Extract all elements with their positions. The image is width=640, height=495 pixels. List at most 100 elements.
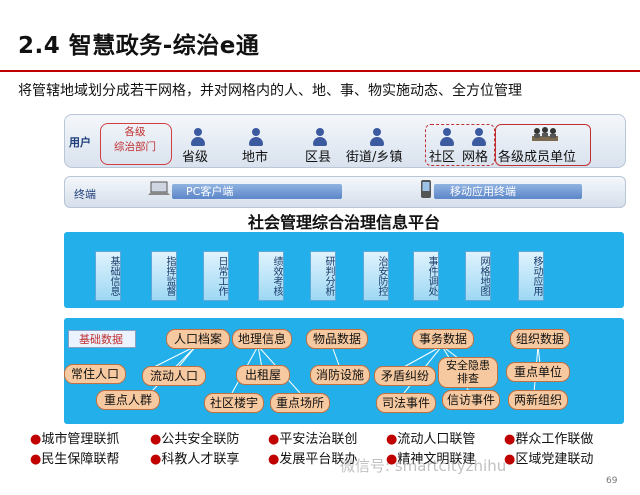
user-level-member-units: 各级成员单位 [498, 150, 577, 165]
bullet-marker: ● [150, 452, 162, 467]
community-grid-box [425, 124, 495, 166]
person-icon [191, 128, 205, 146]
hidden-danger-line2: 排查 [457, 372, 479, 385]
module-label: 基础信息 [108, 256, 119, 296]
bullet-marker: ● [386, 452, 398, 467]
data-item: 重点人群 [96, 390, 160, 410]
departments-label-line1: 各级 [124, 126, 146, 138]
module-box [203, 251, 229, 301]
module-box [151, 251, 177, 301]
page-subtitle: 将管辖地域划分成若干网格，并对网格内的人、地、事、物实施动态、全方位管理 [18, 83, 522, 99]
pc-client-label: PC客户端 [186, 185, 234, 198]
bullet-marker: ● [30, 432, 42, 447]
data-item: 司法事件 [376, 393, 436, 413]
watermark: 微信号: smartcityzhihu [340, 457, 507, 475]
bullet-text: 公共安全联防 [161, 432, 240, 447]
hidden-danger-line1: 安全隐患 [446, 359, 490, 372]
module-box [310, 251, 336, 301]
data-item: 社区楼宇 [204, 393, 264, 413]
bullet-item: ●科教人才联享 [150, 448, 239, 467]
data-category: 人口档案 [166, 329, 230, 349]
platform-title: 社会管理综合治理信息平台 [247, 213, 440, 232]
data-category: 组织数据 [510, 329, 570, 349]
data-item: 出租屋 [236, 365, 290, 385]
data-item: 常住人口 [64, 364, 126, 384]
bullet-marker: ● [268, 452, 280, 467]
module-label: 绩效考核 [271, 256, 282, 296]
module-label: 研判分析 [323, 256, 334, 296]
data-category: 物品数据 [306, 329, 368, 349]
data-item: 消防设施 [310, 365, 370, 385]
bullet-text: 城市管理联抓 [41, 432, 120, 447]
module-box [413, 251, 439, 301]
mobile-phone-icon [420, 179, 432, 199]
member-units-box [495, 124, 591, 166]
data-item: 矛盾纠纷 [374, 366, 436, 386]
module-label: 治安防控 [376, 256, 387, 296]
user-level-province: 省级 [182, 150, 209, 165]
module-box [258, 251, 284, 301]
bullet-item: ●平安法治联创 [268, 428, 357, 447]
module-label: 日常工作 [216, 256, 227, 296]
bullet-text: 平安法治联创 [279, 432, 358, 447]
bullet-text: 科教人才联享 [161, 452, 240, 467]
laptop-icon [148, 180, 170, 198]
bullet-marker: ● [150, 432, 162, 447]
bullet-item: ●精神文明联建 [386, 448, 475, 467]
bullet-marker: ● [504, 432, 516, 447]
data-item: 重点场所 [270, 393, 330, 413]
user-layer-label: 用户 [69, 136, 91, 149]
bullet-text: 民生保障联帮 [41, 452, 120, 467]
bullet-item: ●区域党建联动 [504, 448, 593, 467]
module-label: 网格地图 [478, 256, 489, 296]
bullet-marker: ● [386, 432, 398, 447]
bullet-marker: ● [30, 452, 42, 467]
user-level-community: 社区 [429, 150, 456, 165]
bullet-item: ●流动人口联管 [386, 428, 475, 447]
bullet-text: 流动人口联管 [397, 432, 476, 447]
bullet-item: ●城市管理联抓 [30, 428, 119, 447]
title-divider [0, 70, 640, 72]
bullet-item: ●发展平台联办 [268, 448, 357, 467]
bullet-marker: ● [504, 452, 516, 467]
mobile-terminal-label: 移动应用终端 [450, 185, 516, 198]
bullet-item: ●民生保障联帮 [30, 448, 119, 467]
bullet-text: 区域党建联动 [515, 452, 594, 467]
data-item-hidden-danger: 安全隐患 排查 [438, 357, 498, 388]
pc-client-bar [172, 184, 342, 199]
person-icon [440, 128, 454, 146]
bullet-text: 精神文明联建 [397, 452, 476, 467]
base-data-label: 基础数据 [79, 333, 123, 346]
data-item: 两新组织 [508, 390, 568, 410]
bullet-marker: ● [268, 432, 280, 447]
departments-label: 各级 综治部门 [100, 125, 170, 155]
user-level-city: 地市 [242, 150, 269, 165]
data-item: 重点单位 [506, 362, 570, 382]
terminal-layer-label: 终端 [74, 188, 96, 201]
user-level-street: 街道/乡镇 [346, 150, 403, 165]
person-icon [249, 128, 263, 146]
departments-label-line2: 综治部门 [114, 141, 156, 153]
module-box [95, 251, 121, 301]
person-icon [313, 128, 327, 146]
data-category: 地理信息 [232, 329, 292, 349]
mobile-terminal-bar [434, 184, 582, 199]
base-data-box [68, 330, 136, 348]
meeting-icon [528, 126, 562, 144]
page-number: 69 [606, 476, 618, 486]
module-box [465, 251, 491, 301]
person-icon [370, 128, 384, 146]
user-level-grid: 网格 [462, 150, 489, 165]
data-item: 信访事件 [442, 390, 500, 410]
module-label: 事件调处 [426, 256, 437, 296]
bullet-item: ●群众工作联做 [504, 428, 593, 447]
person-icon [472, 128, 486, 146]
user-level-district: 区县 [305, 150, 332, 165]
module-box [518, 251, 544, 301]
module-label: 移动应用 [531, 256, 542, 296]
departments-box [100, 123, 172, 165]
data-category: 事务数据 [412, 329, 474, 349]
bullet-text: 群众工作联做 [515, 432, 594, 447]
page-title: 2.4 智慧政务-综治e通 [18, 33, 260, 59]
module-label: 指挥监督 [164, 256, 175, 296]
